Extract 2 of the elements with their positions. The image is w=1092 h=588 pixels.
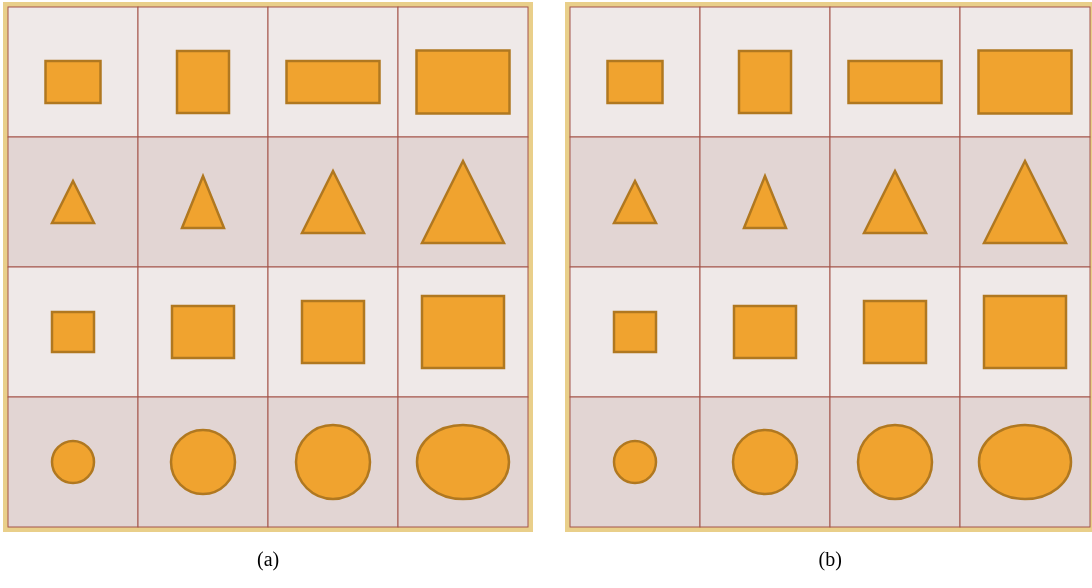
panel-label: (a)	[257, 548, 280, 571]
panel-label: (b)	[818, 548, 842, 571]
